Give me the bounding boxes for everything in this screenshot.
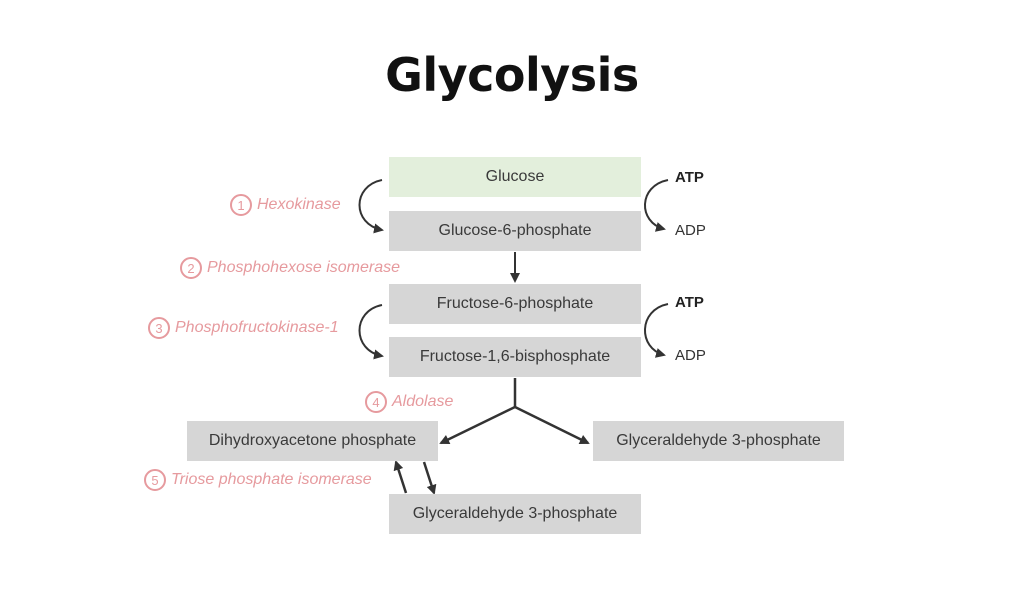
- enzyme-label-1: 1 Hexokinase: [230, 192, 341, 218]
- step1-cofactor-arrow: [644, 179, 669, 232]
- step4-arrow-left: [439, 405, 516, 445]
- enzyme-label-4: 4 Aldolase: [365, 389, 453, 415]
- dihydroxyacetone-phosphate-box: Dihydroxyacetone phosphate: [187, 421, 438, 461]
- fructose-6-phosphate-box: Fructose-6-phosphate: [389, 284, 641, 324]
- step5-arrow-up: [393, 460, 408, 494]
- fructose-1-6-bisphosphate-box: Fructose-1,6-bisphosphate: [389, 337, 641, 377]
- step3-atp-label: ATP: [675, 294, 704, 311]
- step5-arrow-down: [422, 461, 437, 495]
- enzyme-name-5: Triose phosphate isomerase: [171, 471, 372, 488]
- glyceraldehyde-3-phosphate-right-box: Glyceraldehyde 3-phosphate: [593, 421, 844, 461]
- step-number-5: 5: [144, 469, 166, 491]
- enzyme-name-2: Phosphohexose isomerase: [207, 259, 401, 276]
- step-number-2: 2: [180, 257, 202, 279]
- glyceraldehyde-3-phosphate-bottom-box: Glyceraldehyde 3-phosphate: [389, 494, 641, 534]
- step3-curved-arrow: [358, 304, 384, 360]
- enzyme-label-2: 2 Phosphohexose isomerase: [180, 255, 400, 281]
- step1-atp-label: ATP: [675, 169, 704, 186]
- enzyme-name-3: Phosphofructokinase-1: [175, 319, 339, 336]
- step4-arrow-right: [514, 405, 590, 445]
- enzyme-label-5: 5 Triose phosphate isomerase: [144, 467, 372, 493]
- step-number-4: 4: [365, 391, 387, 413]
- step1-curved-arrow: [358, 179, 384, 234]
- step1-adp-label: ADP: [675, 222, 706, 239]
- glucose-box: Glucose: [389, 157, 641, 197]
- enzyme-label-3: 3 Phosphofructokinase-1: [148, 315, 339, 341]
- enzyme-name-4: Aldolase: [392, 393, 454, 410]
- enzyme-name-1: Hexokinase: [257, 196, 341, 213]
- step-number-1: 1: [230, 194, 252, 216]
- step3-adp-label: ADP: [675, 347, 706, 364]
- glucose-6-phosphate-box: Glucose-6-phosphate: [389, 211, 641, 251]
- step3-cofactor-arrow: [644, 303, 669, 358]
- step-number-3: 3: [148, 317, 170, 339]
- page-title: Glycolysis: [385, 48, 639, 102]
